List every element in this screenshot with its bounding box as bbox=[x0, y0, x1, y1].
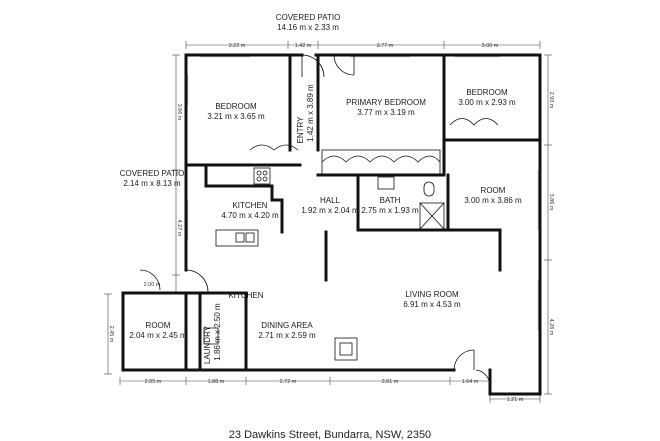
dim-top-1: 3.22 m bbox=[229, 43, 246, 49]
covered-patio-side-size: 2.14 m x 8.13 m bbox=[123, 179, 181, 188]
dim-bottom-1: 2.05 m bbox=[145, 379, 162, 385]
dimension-labels: 3.22 m 1.42 m 3.77 m 3.00 m 3.66 m 4.27 … bbox=[108, 43, 554, 403]
toilet-icon bbox=[423, 181, 435, 197]
dim-left-4: 2.45 m bbox=[108, 326, 114, 343]
room-small-size: 2.04 m x 2.45 m bbox=[129, 331, 187, 340]
floor-plan: COVERED PATIO 14.16 m x 2.33 m BEDROOM 3… bbox=[104, 13, 554, 403]
dim-bottom-4: 3.81 m bbox=[382, 379, 399, 385]
property-address: 23 Dawkins Street, Bundarra, NSW, 2350 bbox=[228, 429, 432, 441]
covered-patio-top-name: COVERED PATIO bbox=[276, 13, 341, 22]
bedroom-left-name: BEDROOM bbox=[215, 102, 257, 111]
cooktop-icon bbox=[253, 167, 271, 185]
laundry-tub-icon bbox=[203, 327, 219, 345]
sink-icon bbox=[235, 232, 245, 243]
entry-door-swing bbox=[301, 54, 325, 78]
walls bbox=[121, 53, 542, 396]
bedroom-right-size: 3.00 m x 2.93 m bbox=[458, 98, 516, 107]
kitchen-island-sink bbox=[215, 229, 259, 247]
dim-bottom-2: 1.88 m bbox=[208, 379, 225, 385]
dim-right-2: 3.86 m bbox=[548, 194, 554, 211]
room-right-name: ROOM bbox=[481, 186, 506, 195]
fixtures bbox=[139, 54, 499, 387]
covered-patio-side-name: COVERED PATIO bbox=[120, 169, 185, 178]
room-labels: COVERED PATIO 14.16 m x 2.33 m BEDROOM 3… bbox=[120, 13, 522, 364]
dimension-lines bbox=[104, 41, 552, 403]
kitchen-label-2: KITCHEN bbox=[228, 291, 263, 300]
dim-bottom-6: 1.21 m bbox=[507, 397, 524, 403]
shower-icon bbox=[419, 202, 445, 230]
bath-size: 2.75 m x 1.93 m bbox=[361, 206, 419, 215]
living-room-name: LIVING ROOM bbox=[405, 290, 459, 299]
dim-top-2: 1.42 m bbox=[295, 43, 312, 49]
dim-right-1: 2.93 m bbox=[548, 92, 554, 109]
dining-area-name: DINING AREA bbox=[261, 321, 313, 330]
basin-icon bbox=[377, 176, 395, 190]
dining-area-size: 2.71 m x 2.59 m bbox=[258, 331, 316, 340]
room-right-size: 3.00 m x 3.86 m bbox=[464, 196, 522, 205]
living-room-size: 6.91 m x 4.53 m bbox=[403, 300, 461, 309]
kitchen-size: 4.70 m x 4.20 m bbox=[221, 211, 279, 220]
laundry-name: LAUNDRY bbox=[203, 325, 212, 364]
entry-name: ENTRY bbox=[296, 116, 305, 144]
fireplace-icon bbox=[334, 337, 358, 361]
entry-size: 1.42 m x 3.89 m bbox=[306, 84, 315, 142]
primary-bedroom-name: PRIMARY BEDROOM bbox=[346, 98, 426, 107]
covered-patio-top-size: 14.16 m x 2.33 m bbox=[277, 23, 339, 32]
dim-left-3: 2.00 m bbox=[144, 282, 161, 288]
bedroom-left-size: 3.21 m x 3.65 m bbox=[207, 112, 265, 121]
hall-size: 1.92 m x 2.04 m bbox=[301, 206, 359, 215]
hall-name: HALL bbox=[320, 196, 341, 205]
dim-bottom-3: 2.72 m bbox=[280, 379, 297, 385]
primary-bedroom-size: 3.77 m x 3.19 m bbox=[357, 108, 415, 117]
dim-left-1: 3.66 m bbox=[176, 104, 182, 121]
bedroom-right-name: BEDROOM bbox=[466, 88, 508, 97]
dim-right-3: 4.26 m bbox=[548, 319, 554, 336]
room-small-name: ROOM bbox=[146, 321, 171, 330]
kitchen-name: KITCHEN bbox=[232, 201, 267, 210]
dim-top-4: 3.00 m bbox=[482, 43, 499, 49]
laundry-size: 1.86 m x 2.50 m bbox=[213, 303, 222, 361]
primary-robe bbox=[321, 149, 441, 175]
bath-name: BATH bbox=[380, 196, 401, 205]
dim-bottom-5: 1.64 m bbox=[462, 379, 479, 385]
dim-top-3: 3.77 m bbox=[377, 43, 394, 49]
dim-left-2: 4.27 m bbox=[176, 220, 182, 237]
